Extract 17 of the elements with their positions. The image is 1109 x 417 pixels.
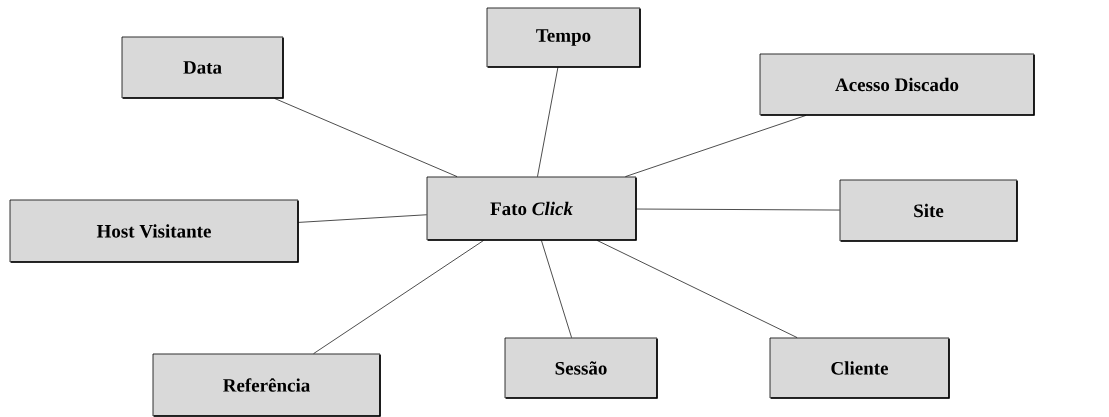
dimension-box: Cliente (769, 337, 950, 399)
dimension-box: Acesso Discado (759, 53, 1035, 116)
connector-line (596, 240, 798, 338)
dimension-box: Site (839, 179, 1018, 242)
connector-line (313, 240, 485, 354)
connector-line (298, 214, 427, 223)
dimension-box: Host Visitante (9, 199, 299, 263)
connector-line (636, 208, 840, 211)
connector-line (274, 98, 458, 177)
dimension-box: Sessão (504, 337, 658, 399)
connector-line (537, 67, 559, 177)
dimension-box: Data (121, 36, 284, 99)
connector-line (625, 115, 807, 177)
connector-line (541, 240, 572, 338)
fact-box: Fato Click (426, 176, 637, 241)
dimension-box: Referência (152, 353, 381, 417)
dimension-box: Tempo (486, 7, 641, 68)
